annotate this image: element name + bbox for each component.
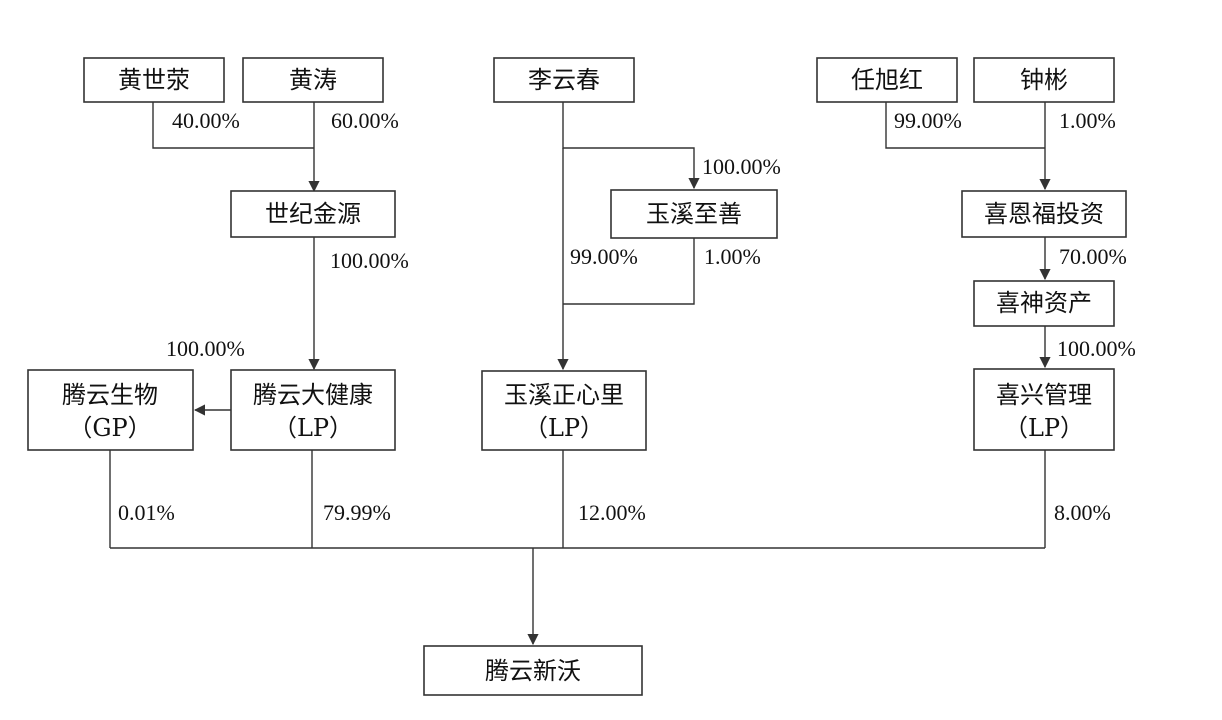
node-huang-shirong: 黄世荥	[83, 57, 225, 103]
node-label: 喜恩福投资	[984, 200, 1104, 228]
edges	[109, 102, 1051, 646]
node-role: （LP）	[524, 414, 604, 442]
node-label: 世纪金源	[265, 200, 361, 228]
node-label: 腾云生物	[62, 381, 158, 409]
node-shiji-jinyuan: 世纪金源	[230, 190, 396, 238]
node-yuxi-zhengxinli: 玉溪正心里 （LP）	[481, 370, 647, 451]
node-label: 玉溪正心里	[504, 381, 624, 409]
node-label: 腾云大健康	[253, 381, 373, 409]
pct-li-to-zhishan: 100.00%	[702, 154, 781, 179]
pct-li-to-zhengxinli: 99.00%	[570, 244, 638, 269]
node-tengyun-bio: 腾云生物 （GP）	[27, 369, 194, 451]
node-xixing: 喜兴管理 （LP）	[973, 368, 1115, 451]
node-zhong-bin: 钟彬	[973, 57, 1115, 103]
node-li-yunchun: 李云春	[493, 57, 635, 103]
pct-zhengxinli-to-xinwo: 12.00%	[578, 500, 646, 525]
node-label: 腾云新沃	[485, 657, 581, 685]
pct-ren-to-xien: 99.00%	[894, 108, 962, 133]
edge-li-to-zhishan	[562, 102, 700, 190]
node-label: 钟彬	[1020, 66, 1068, 94]
node-xishen: 喜神资产	[973, 280, 1115, 327]
node-yuxi-zhishan: 玉溪至善	[610, 189, 778, 239]
pct-zhishan-to-zhengxinli: 1.00%	[704, 244, 761, 269]
node-tengyun-health: 腾云大健康 （LP）	[230, 369, 396, 451]
node-role: （LP）	[273, 414, 353, 442]
node-huang-tao: 黄涛	[242, 57, 384, 103]
edge-zhishan-to-zhengxinli	[563, 238, 695, 305]
node-role: （GP）	[68, 414, 151, 442]
pct-health-to-bio: 100.00%	[166, 336, 245, 361]
pct-xien-to-xishen: 70.00%	[1059, 244, 1127, 269]
pct-xixing-to-xinwo: 8.00%	[1054, 500, 1111, 525]
node-label: 黄世荥	[118, 66, 190, 94]
pct-huang-tao-to-shiji: 60.00%	[331, 108, 399, 133]
node-xien-fu: 喜恩福投资	[961, 190, 1127, 238]
node-role: （LP）	[1004, 414, 1084, 442]
node-label: 李云春	[528, 66, 600, 94]
node-ren-xuhong: 任旭红	[816, 57, 958, 103]
edge-ren-to-xien	[885, 102, 1045, 149]
edge-huang-shirong-to-shiji	[152, 102, 314, 149]
pct-zhong-to-xien: 1.00%	[1059, 108, 1116, 133]
node-label: 玉溪至善	[646, 200, 742, 228]
percentage-labels: 40.00% 60.00% 100.00% 99.00% 1.00% 100.0…	[118, 108, 1136, 525]
node-label: 喜兴管理	[996, 381, 1092, 409]
pct-xishen-to-xixing: 100.00%	[1057, 336, 1136, 361]
pct-huang-shirong-to-shiji: 40.00%	[172, 108, 240, 133]
pct-bio-to-xinwo: 0.01%	[118, 500, 175, 525]
node-label: 喜神资产	[996, 289, 1092, 317]
node-tengyun-xinwo: 腾云新沃	[423, 645, 643, 696]
pct-shiji-to-health: 100.00%	[330, 248, 409, 273]
pct-health-to-xinwo: 79.99%	[323, 500, 391, 525]
node-label: 任旭红	[851, 66, 923, 94]
node-label: 黄涛	[289, 66, 337, 94]
